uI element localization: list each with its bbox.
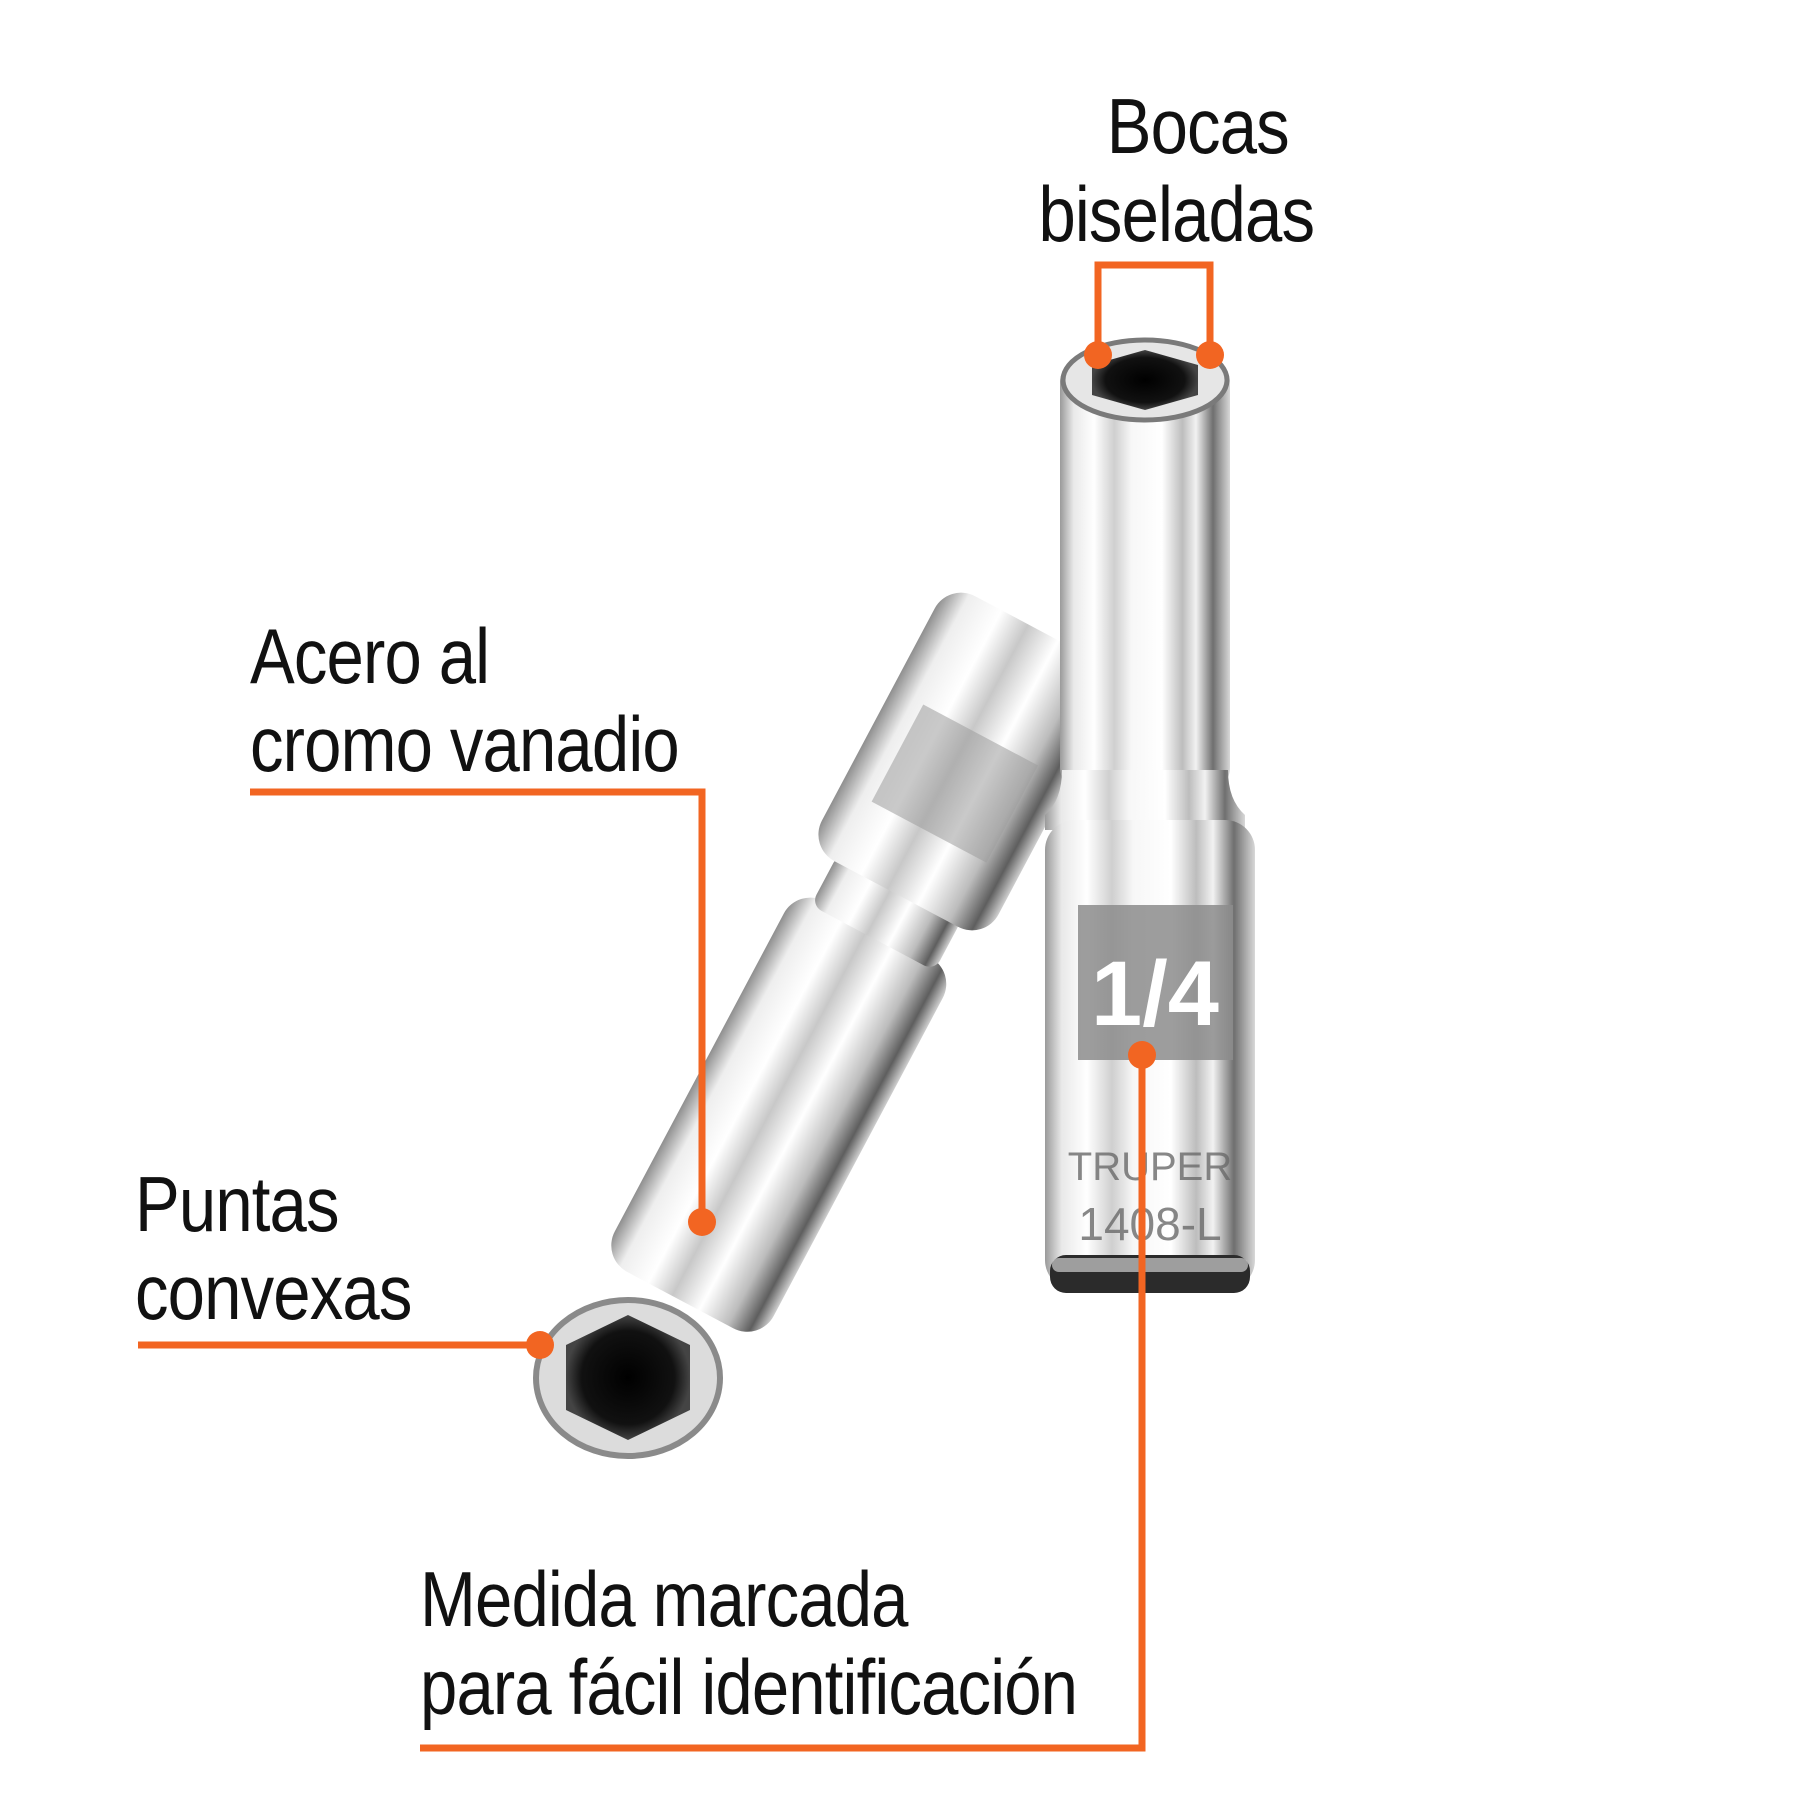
brand-marking: TRUPER (1068, 1145, 1232, 1189)
callout-dot-bocas-right (1196, 341, 1224, 369)
callout-bocas-biseladas: Bocas biseladas (1038, 82, 1315, 258)
callout-medida-line2: para fácil identificación (420, 1643, 1078, 1731)
callout-acero-line2: cromo vanadio (250, 700, 680, 788)
callout-puntas-line1: Puntas (135, 1160, 340, 1248)
callout-medida-marcada: Medida marcada para fácil identificación (420, 1555, 1078, 1731)
callout-acero-cromo-vanadio: Acero al cromo vanadio (250, 612, 680, 788)
callout-medida-line1: Medida marcada (420, 1555, 908, 1643)
callout-line-acero (250, 788, 706, 1222)
lying-socket-marking-band (871, 704, 1039, 863)
hex-bore-icon (1092, 350, 1198, 410)
callout-bocas-line1: Bocas (1106, 82, 1290, 170)
callout-bocas-line2: biseladas (1038, 170, 1315, 258)
model-marking: 1408-L (1078, 1198, 1221, 1250)
callout-puntas-convexas: Puntas convexas (135, 1160, 412, 1336)
standing-socket-tube (1060, 355, 1230, 795)
lying-socket-body (611, 897, 947, 1332)
callout-line-bocas (1094, 261, 1214, 352)
callout-puntas-line2: convexas (135, 1248, 412, 1336)
callout-line-medida (420, 1055, 1146, 1752)
callout-dot-medida (1128, 1041, 1156, 1069)
callout-dot-bocas-left (1084, 341, 1112, 369)
size-marking: 1/4 (1091, 943, 1219, 1045)
standing-socket: 1/4 TRUPER 1408-L (1045, 337, 1255, 1293)
callout-dot-puntas (526, 1331, 554, 1359)
callout-dot-acero (688, 1208, 716, 1236)
lying-socket-neck (815, 856, 959, 967)
standing-socket-shoulder (1045, 770, 1245, 830)
size-marking-band (1078, 905, 1233, 1060)
callout-acero-line1: Acero al (250, 612, 490, 700)
hex-bore-icon (566, 1315, 690, 1440)
